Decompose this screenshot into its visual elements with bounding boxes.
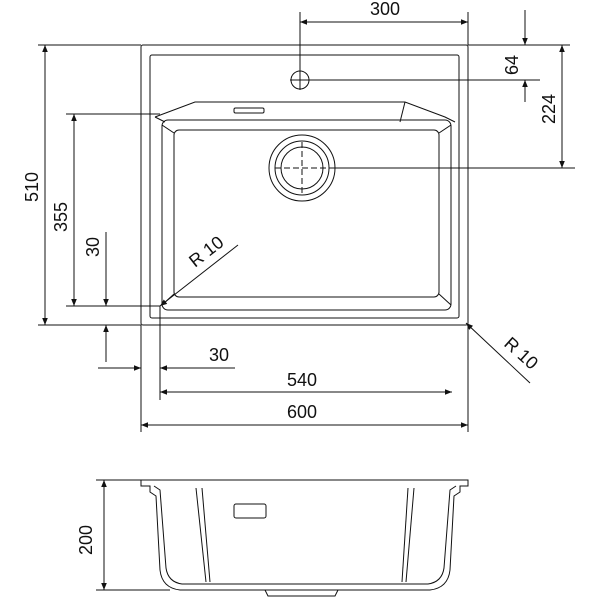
top-view [140,44,469,326]
bowl-bevel-lines [161,124,452,306]
overflow-slot [233,107,265,114]
section-outer-profile [140,479,469,591]
label-radius-inner: R 10 [185,232,227,271]
label-200: 200 [76,525,96,555]
label-300: 300 [370,0,400,19]
section-drain-fitting [264,589,339,597]
dimension-lines [38,10,575,432]
dimension-labels: 300 64 224 510 355 30 30 540 600 R 10 R … [22,0,559,555]
side-view [96,479,469,597]
label-600: 600 [287,402,317,422]
radius-leader-outer [465,322,531,384]
label-30-vertical: 30 [83,237,103,257]
label-540: 540 [287,370,317,390]
section-overflow-slot [233,503,267,519]
label-224: 224 [539,94,559,124]
bowl-outer-outline [161,119,452,311]
label-64: 64 [502,55,522,75]
radius-leader-inner [159,244,239,307]
section-inner-profile [153,485,457,585]
label-510: 510 [22,172,42,202]
bowl-back-ledge [154,101,456,123]
sink-outer-outline [140,44,469,326]
tap-hole [290,70,310,90]
bowl-inner-outline [173,129,440,298]
label-30-horizontal: 30 [209,345,229,365]
drain [268,134,336,202]
sink-inner-outline [149,54,460,319]
label-radius-outer: R 10 [500,333,542,373]
label-355: 355 [51,202,71,232]
